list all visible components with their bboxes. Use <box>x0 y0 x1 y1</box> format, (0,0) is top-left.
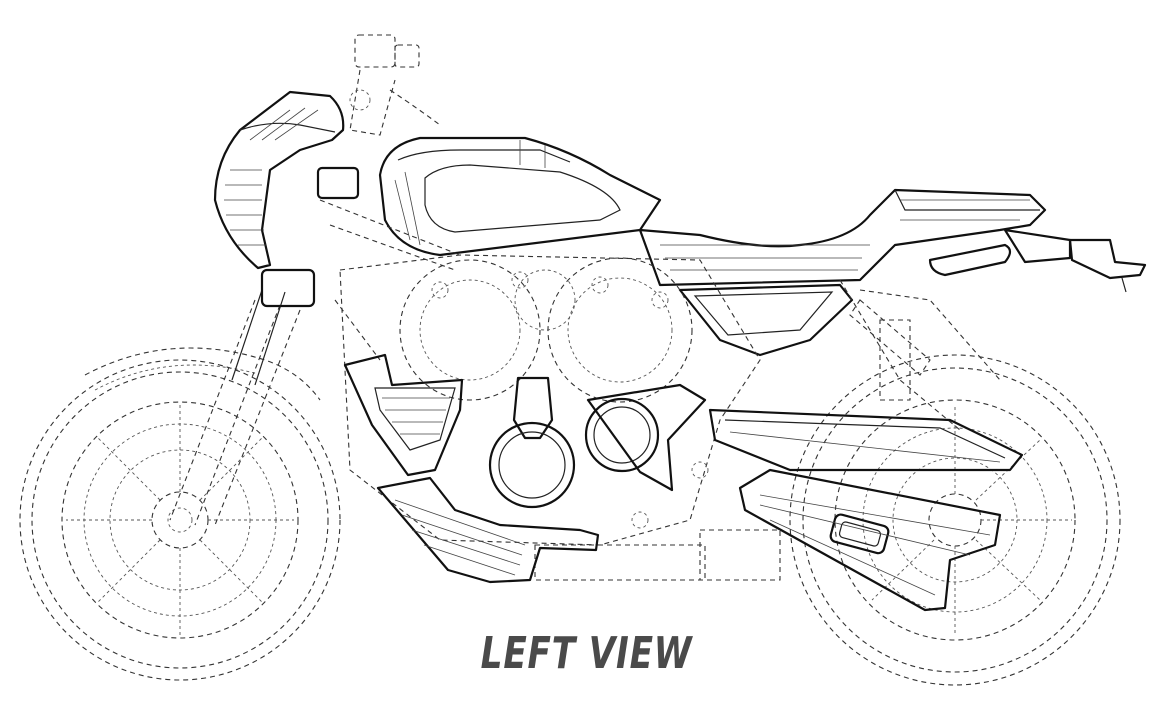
rear-wheel <box>789 354 1121 686</box>
exhaust <box>738 468 1002 612</box>
engine-covers <box>488 376 707 509</box>
fuel-tank <box>378 136 662 257</box>
swingarm <box>708 408 1024 472</box>
view-caption: LEFT VIEW <box>480 628 693 679</box>
side-cover <box>678 283 854 357</box>
headlight-fairing <box>213 90 360 308</box>
seat-tail <box>638 188 1147 293</box>
front-forks <box>169 289 301 526</box>
engine <box>339 254 781 581</box>
handlebar <box>349 34 441 136</box>
rear-shock <box>849 299 931 376</box>
belly-pan <box>376 476 600 584</box>
front-fender <box>84 347 321 401</box>
frame <box>319 199 1001 431</box>
radiator-shroud <box>343 353 464 477</box>
front-wheel <box>19 359 341 681</box>
